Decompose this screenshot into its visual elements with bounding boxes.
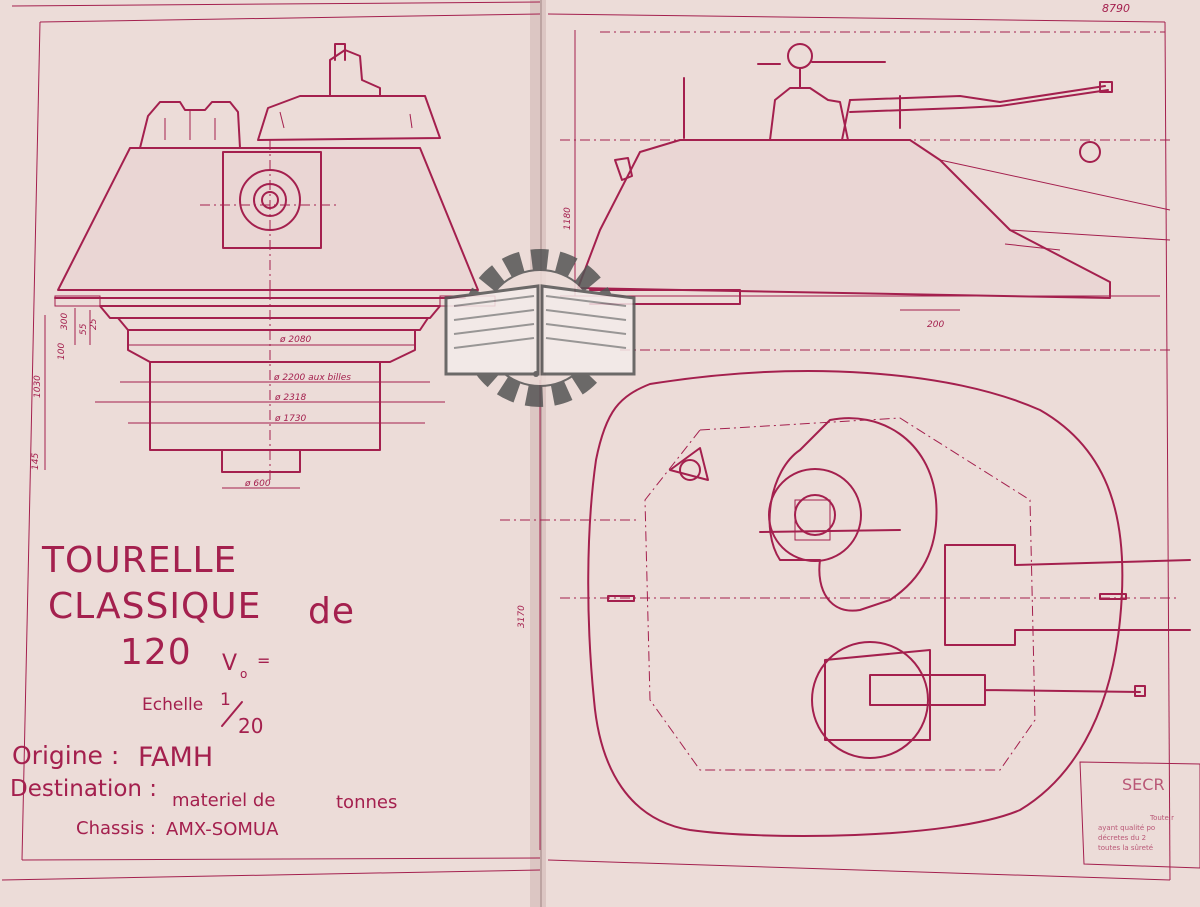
destination-value: materiel de [172, 790, 275, 811]
destination-unit: tonnes [336, 792, 397, 813]
top-turret-outline [587, 370, 1124, 837]
front-dim-h145: 145 [31, 453, 41, 470]
side-dim-200: 200 [927, 320, 944, 330]
front-gun-mantlet [222, 151, 322, 249]
page-fold-shadow [530, 0, 546, 907]
secret-stamp: SECR Toute r ayant qualité po décretes d… [1079, 761, 1200, 869]
title-line3-number: 120 [120, 632, 192, 673]
title-line3-equals: = [257, 651, 270, 670]
side-main-gun [849, 85, 1109, 113]
title-block: TOURELLE CLASSIQUE de 120 V o = Echelle … [10, 540, 397, 840]
top-dim-3170: 3170 [517, 605, 527, 628]
top-loader-hatch [669, 447, 709, 481]
stamp-title: SECR [1122, 775, 1165, 794]
front-dim-d2200: ø 2200 aux billes [273, 373, 351, 383]
front-dim-h1030: 1030 [33, 375, 43, 398]
scale-slash [221, 701, 243, 727]
stamp-line-2: ayant qualité po [1098, 824, 1155, 832]
title-line3-suffix: V [222, 651, 237, 676]
stamp-line-4: toutes la sûreté [1098, 844, 1153, 852]
front-dim-h25: 25 [89, 318, 99, 330]
title-line3-sub: o [240, 667, 247, 681]
chassis-value: AMX-SOMUA [166, 819, 279, 840]
side-mg-mount [769, 87, 849, 141]
front-commander-cupola [139, 101, 241, 149]
top-gun-barrel [944, 544, 1191, 646]
origin-value: FAMH [138, 742, 213, 773]
side-view: 1180 200 [560, 30, 1171, 351]
top-view: 3170 [500, 370, 1191, 850]
destination-label: Destination : [10, 776, 157, 802]
sheet-border [1, 1, 1171, 881]
scale-numerator: 1 [220, 690, 231, 710]
front-turret-body [57, 147, 479, 291]
stamp-line-3: décretes du 2 [1098, 834, 1146, 842]
front-dim-h55: 55 [79, 323, 89, 335]
gear-book-logo-icon [444, 249, 636, 407]
front-view: ø 2080 ø 2200 aux billes ø 2318 ø 1730 ø… [31, 43, 496, 489]
side-dim-1180: 1180 [563, 207, 573, 230]
front-dim-h100: 100 [57, 343, 67, 360]
scale-denominator: 20 [238, 714, 263, 738]
front-turret-ring [99, 305, 441, 319]
front-basket-bottom [221, 449, 301, 473]
top-inner-outline [644, 417, 1036, 771]
front-dim-h300: 300 [60, 313, 70, 330]
drawing-number: 8790 [1102, 2, 1130, 15]
front-dim-d2318: ø 2318 [274, 393, 307, 403]
front-dim-d2080: ø 2080 [279, 335, 312, 345]
title-line2-word: CLASSIQUE [48, 586, 261, 627]
scale-label: Echelle [142, 695, 203, 715]
front-mg-mount [329, 43, 381, 97]
origin-label: Origine : [12, 741, 119, 770]
side-turret-body [577, 139, 1111, 299]
stamp-line-1: Toute r [1149, 814, 1174, 822]
front-hatch-block [257, 95, 441, 141]
front-dim-d1730: ø 1730 [274, 414, 307, 424]
front-dim-d600: ø 600 [244, 479, 271, 489]
title-line2-suffix: de [308, 591, 355, 632]
top-gun-breech [824, 649, 1141, 741]
title-line1: TOURELLE [41, 540, 237, 581]
chassis-label: Chassis : [76, 818, 156, 839]
